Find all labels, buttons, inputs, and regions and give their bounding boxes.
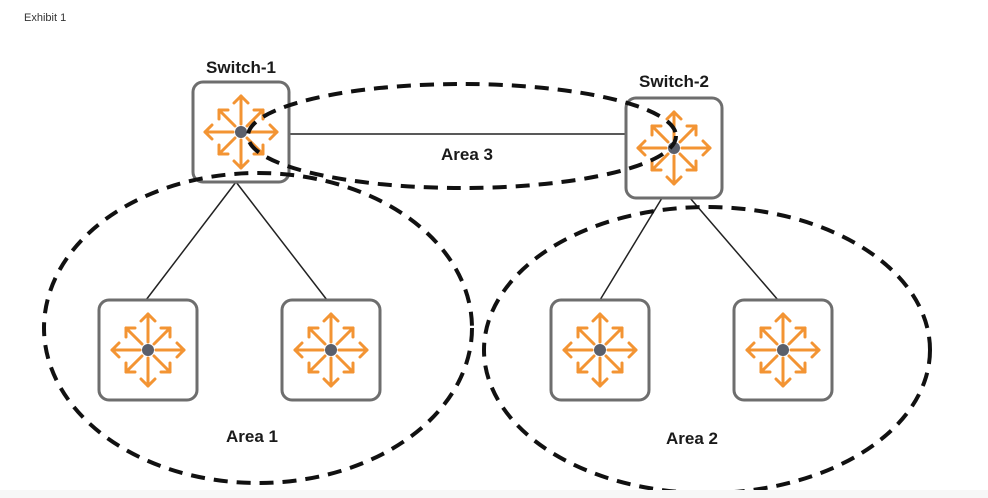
switch-2-label: Switch-2 bbox=[639, 72, 709, 91]
area-1-label: Area 1 bbox=[226, 427, 278, 446]
switch-1-label: Switch-1 bbox=[206, 58, 276, 77]
area1-switch-b[interactable] bbox=[280, 298, 382, 402]
link-switch2-area2-a bbox=[599, 197, 663, 301]
area-1-boundary bbox=[42, 171, 474, 485]
links-layer bbox=[145, 133, 779, 301]
area-2-boundary bbox=[482, 205, 932, 495]
link-switch1-area1-b bbox=[235, 181, 328, 301]
exhibit-label: Exhibit 1 bbox=[24, 12, 67, 24]
switch-1[interactable] bbox=[191, 80, 291, 184]
area-3-label: Area 3 bbox=[441, 145, 493, 164]
area2-switch-b[interactable] bbox=[732, 298, 834, 402]
area-3-boundary bbox=[246, 82, 678, 190]
area2-switch-a[interactable] bbox=[549, 298, 651, 402]
link-switch1-area1-a bbox=[145, 181, 237, 301]
link-switch2-area2-b bbox=[689, 197, 779, 301]
area-2-label: Area 2 bbox=[666, 429, 718, 448]
bottom-band bbox=[0, 490, 988, 498]
switch-2[interactable] bbox=[624, 96, 724, 200]
area1-switch-a[interactable] bbox=[97, 298, 199, 402]
